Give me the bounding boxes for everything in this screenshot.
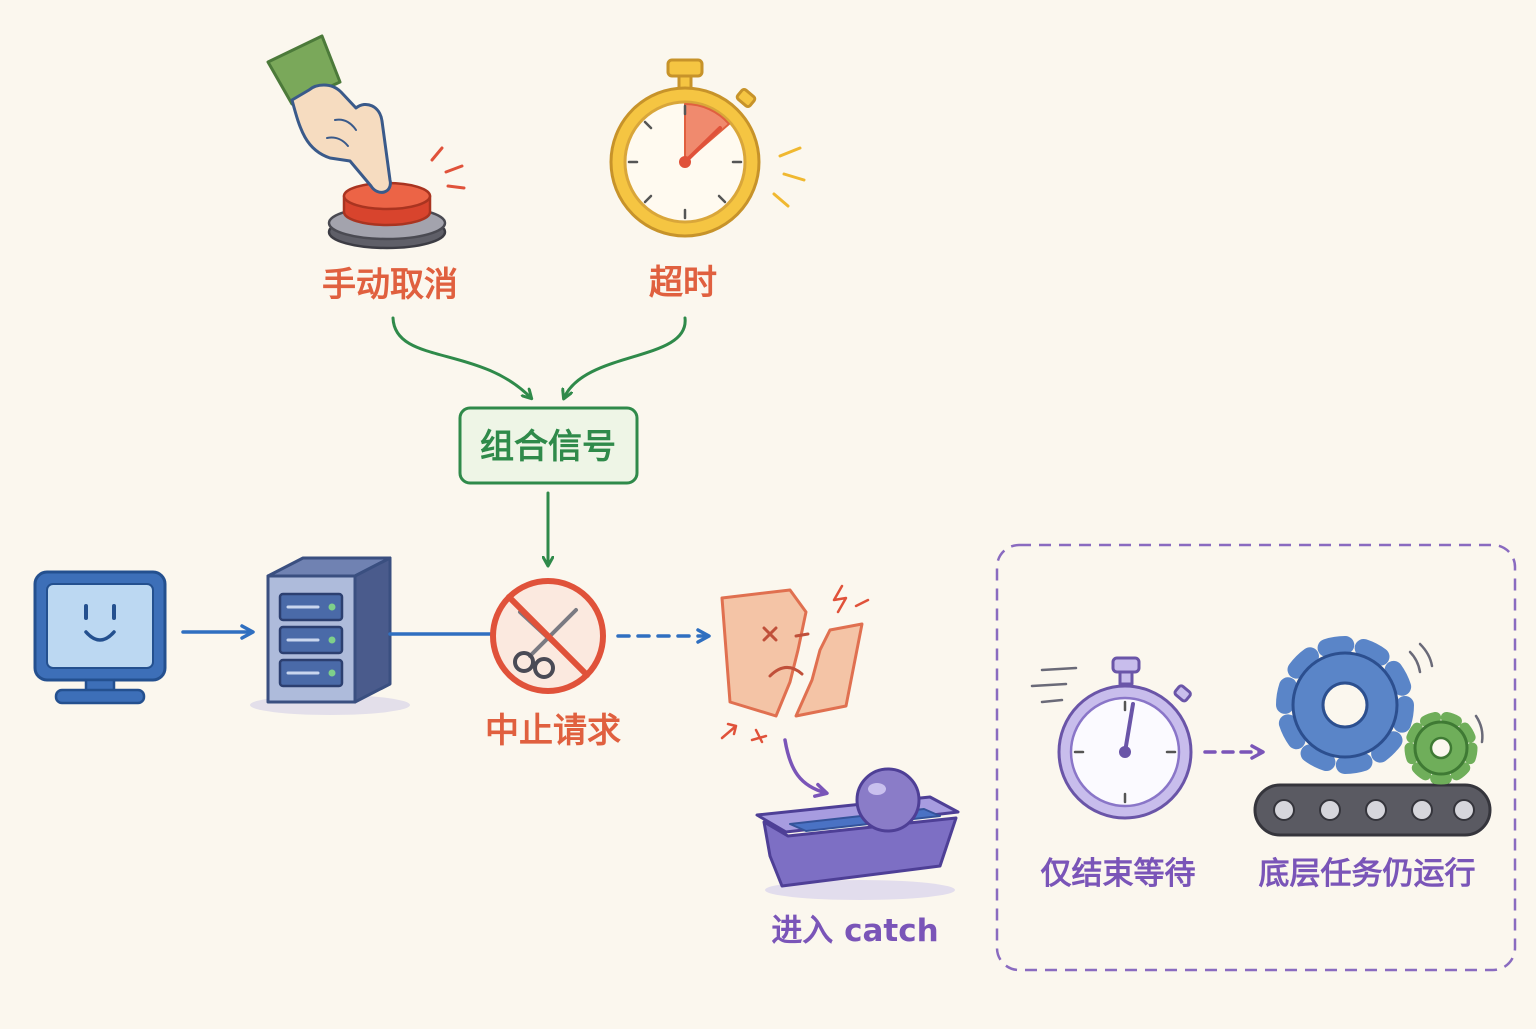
- waiting-stopwatch-icon: [1030, 656, 1193, 820]
- underlying-task-running-label: 底层任务仍运行: [1259, 856, 1476, 892]
- abort-request-label: 中止请求: [485, 711, 621, 751]
- error-to-catch-arrow: [783, 738, 829, 798]
- gears-conveyor-icon: [1253, 636, 1492, 837]
- combined-signal-label: 组合信号: [480, 427, 616, 467]
- timeout-to-signal-arrow: [564, 316, 687, 398]
- manual-cancel-label: 手动取消: [322, 265, 458, 305]
- only-stop-waiting-label: 仅结束等待: [1041, 856, 1196, 892]
- combined-signal-box: 组合信号: [458, 406, 639, 485]
- broken-paper-icon: [720, 584, 870, 744]
- enter-catch-label: 进入 catch: [771, 913, 938, 949]
- tray-ball-icon: [755, 767, 960, 900]
- background-task-group: [995, 543, 1517, 972]
- monitor-icon: [33, 570, 167, 705]
- hand-pressing-button-icon: [266, 34, 466, 250]
- scissors-cancel-icon: [490, 578, 606, 694]
- server-icon: [250, 556, 410, 715]
- manual-to-signal-arrow: [391, 316, 531, 398]
- timeout-label: 超时: [649, 263, 717, 303]
- timeout-stopwatch-icon: [609, 58, 806, 238]
